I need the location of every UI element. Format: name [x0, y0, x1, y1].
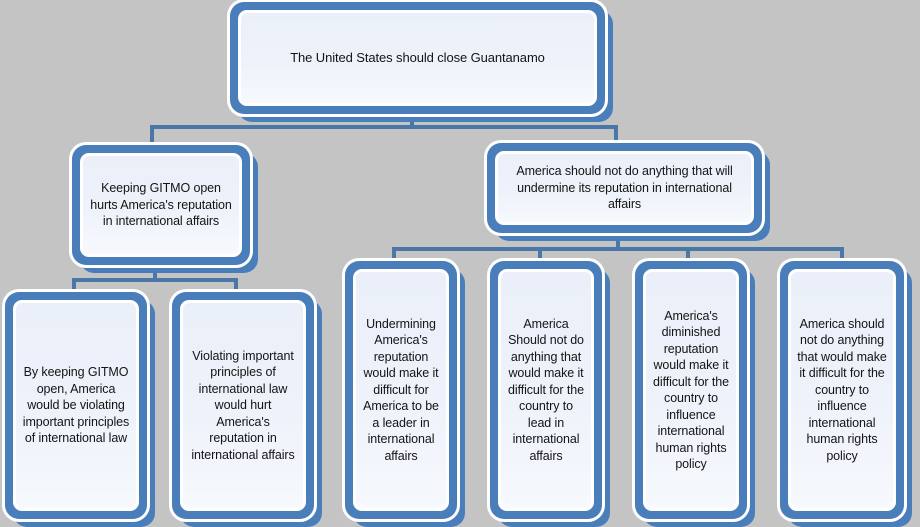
node-root[interactable]: The United States should close Guantanam…	[230, 2, 613, 122]
connector-level1-bar	[150, 125, 618, 129]
node-label: America Should not do anything that woul…	[508, 316, 584, 463]
node-frame: America's diminished reputation would ma…	[635, 261, 747, 519]
node-frame: Undermining America's reputation would m…	[345, 261, 457, 519]
node-inner: The United States should close Guantanam…	[238, 10, 597, 106]
node-inner: Keeping GITMO open hurts America's reput…	[80, 153, 242, 257]
node-leaf-right-1[interactable]: Undermining America's reputation would m…	[345, 261, 465, 527]
connector-level1-drop-right	[614, 125, 618, 145]
connector-right-child-drop-1	[392, 247, 396, 263]
node-level1-right[interactable]: America should not do anything that will…	[487, 143, 770, 241]
connector-left-branch-bar	[72, 278, 238, 282]
node-label: America should not do anything that woul…	[797, 316, 887, 463]
node-frame: The United States should close Guantanam…	[230, 2, 605, 114]
node-frame: Violating important principles of intern…	[172, 292, 314, 519]
connector-right-child-drop-4	[840, 247, 844, 263]
node-inner: America should not do anything that woul…	[788, 269, 896, 511]
connector-right-branch-bar	[392, 247, 844, 251]
node-label: Undermining America's reputation would m…	[363, 316, 439, 463]
node-inner: America's diminished reputation would ma…	[643, 269, 739, 511]
node-label: The United States should close Guantanam…	[290, 49, 545, 65]
node-frame: America should not do anything that will…	[487, 143, 762, 233]
connector-left-child-drop-2	[234, 278, 238, 294]
node-frame: America Should not do anything that woul…	[490, 261, 602, 519]
node-label: By keeping GITMO open, America would be …	[22, 365, 130, 446]
connector-level1-drop-left	[150, 125, 154, 145]
node-inner: America should not do anything that will…	[495, 151, 754, 225]
node-inner: Violating important principles of intern…	[180, 300, 306, 511]
node-level1-left[interactable]: Keeping GITMO open hurts America's reput…	[72, 145, 258, 273]
node-label: Violating important principles of intern…	[191, 348, 295, 462]
node-leaf-right-2[interactable]: America Should not do anything that woul…	[490, 261, 610, 527]
node-leaf-left-2[interactable]: Violating important principles of intern…	[172, 292, 322, 527]
node-label: Keeping GITMO open hurts America's reput…	[90, 181, 232, 229]
node-frame: America should not do anything that woul…	[780, 261, 904, 519]
node-label: America's diminished reputation would ma…	[653, 308, 729, 472]
node-inner: America Should not do anything that woul…	[498, 269, 594, 511]
node-label: America should not do anything that will…	[516, 164, 733, 212]
node-frame: Keeping GITMO open hurts America's reput…	[72, 145, 250, 265]
connector-right-child-drop-2	[538, 247, 542, 263]
connector-right-child-drop-3	[686, 247, 690, 263]
node-leaf-right-3[interactable]: America's diminished reputation would ma…	[635, 261, 755, 527]
node-leaf-right-4[interactable]: America should not do anything that woul…	[780, 261, 912, 527]
node-inner: By keeping GITMO open, America would be …	[13, 300, 139, 511]
node-leaf-left-1[interactable]: By keeping GITMO open, America would be …	[5, 292, 155, 527]
connector-left-child-drop-1	[72, 278, 76, 294]
node-inner: Undermining America's reputation would m…	[353, 269, 449, 511]
node-frame: By keeping GITMO open, America would be …	[5, 292, 147, 519]
